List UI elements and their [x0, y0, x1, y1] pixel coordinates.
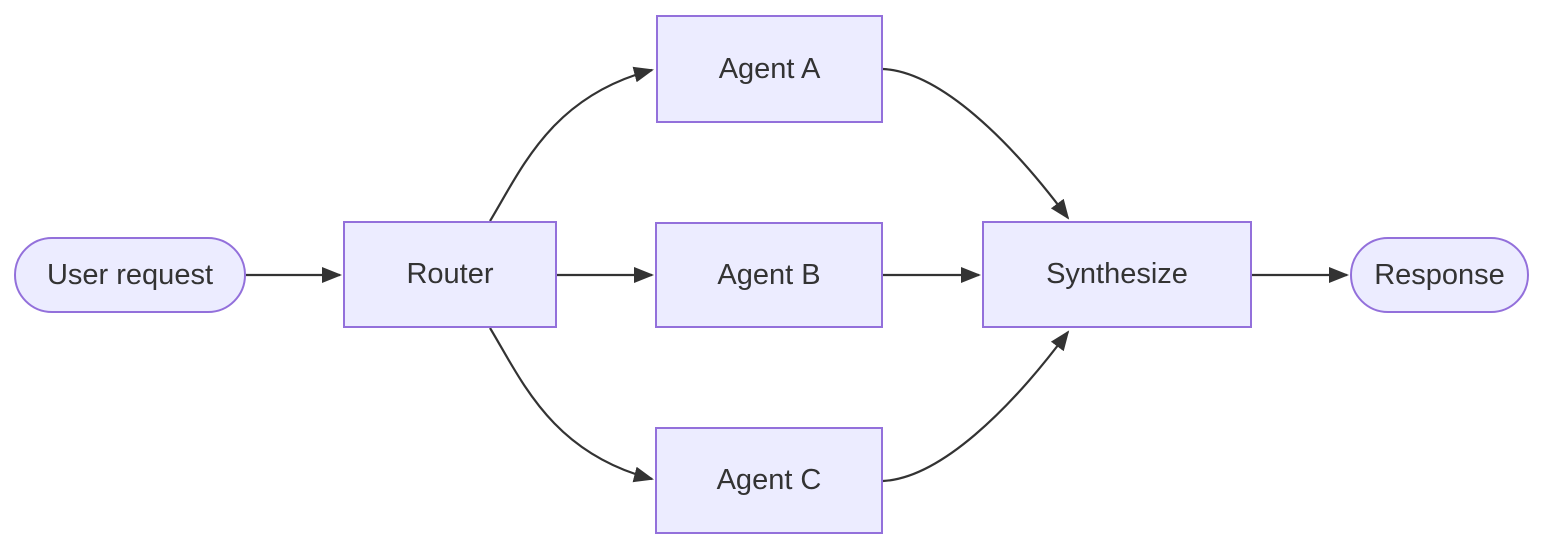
- node-user-request-label: User request: [46, 258, 213, 291]
- node-response-label: Response: [1374, 258, 1505, 291]
- node-agent-c: Agent C: [655, 427, 883, 534]
- edge-agent-c-to-synthesize: [882, 330, 1070, 483]
- edge-router-to-agent-c: [489, 327, 654, 483]
- node-response: Response: [1350, 237, 1529, 313]
- node-agent-b: Agent B: [655, 222, 883, 328]
- node-synthesize: Synthesize: [982, 221, 1252, 328]
- edge-router-to-agent-a: [489, 66, 654, 222]
- node-agent-c-label: Agent C: [716, 464, 822, 496]
- node-agent-a-label: Agent A: [718, 52, 821, 85]
- node-user-request: User request: [14, 237, 246, 313]
- node-agent-a: Agent A: [656, 15, 883, 123]
- node-router: Router: [343, 221, 557, 328]
- node-router-label: Router: [406, 258, 494, 290]
- node-agent-b-label: Agent B: [717, 258, 821, 291]
- node-synthesize-label: Synthesize: [1046, 258, 1188, 290]
- edge-agent-a-to-synthesize: [882, 67, 1070, 220]
